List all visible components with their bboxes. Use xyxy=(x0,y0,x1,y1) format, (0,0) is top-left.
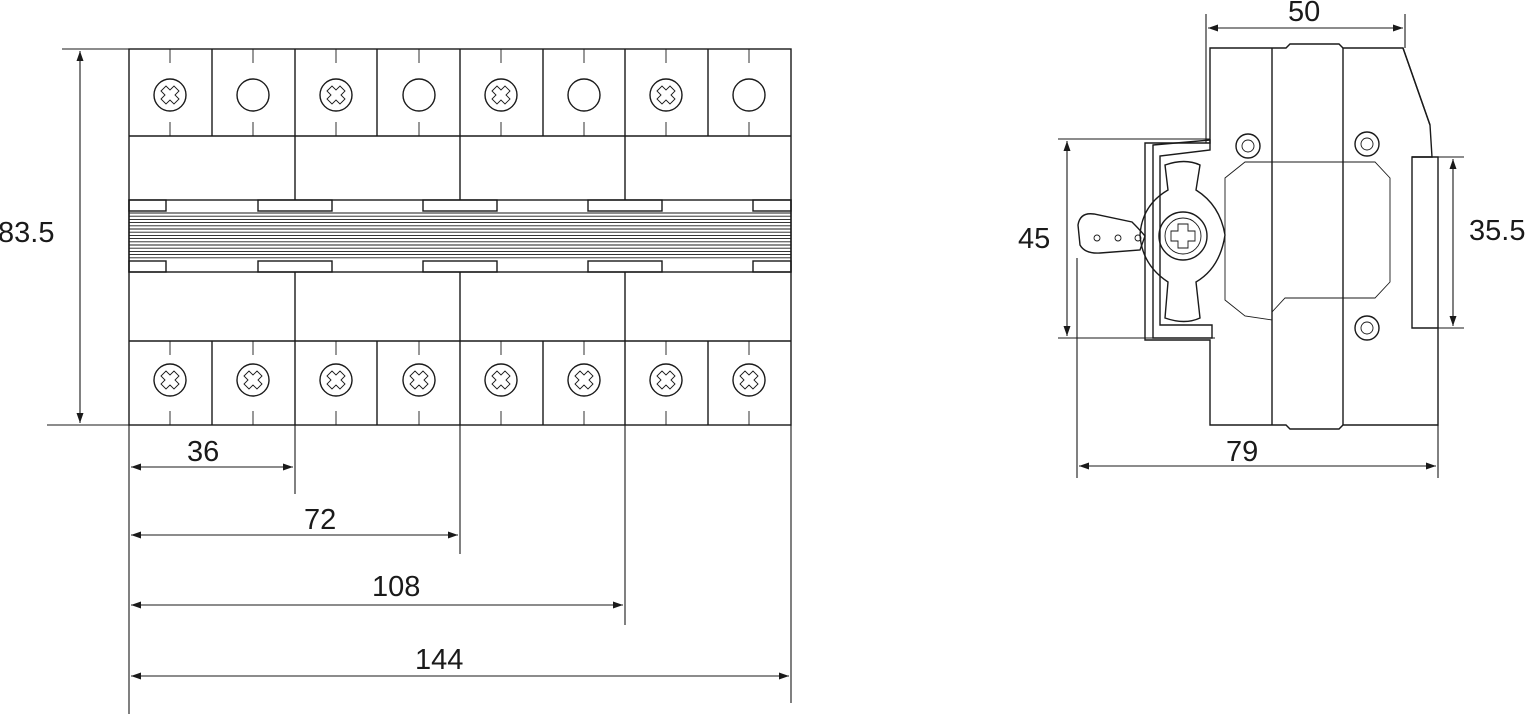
toggle-lever xyxy=(1077,213,1146,254)
dim-depth: 79 xyxy=(1076,258,1439,478)
top-terminal-screw xyxy=(484,78,518,112)
dim-widths: 36 72 108 144 xyxy=(128,425,792,714)
dim-left-height-label: 45 xyxy=(1018,223,1050,255)
bottom-terminal-screw xyxy=(402,363,436,397)
top-terminal-screw xyxy=(153,78,187,112)
side-bracket xyxy=(1152,139,1213,339)
dim-top-width: 50 xyxy=(1205,0,1406,143)
rotary-wing xyxy=(1139,160,1226,323)
bottom-terminal-dividers xyxy=(211,341,709,425)
top-terminal-hole xyxy=(567,78,601,112)
dim-w1-label: 36 xyxy=(187,436,219,468)
dim-rail-height-label: 35.5 xyxy=(1469,215,1525,247)
top-terminal-screw xyxy=(319,78,353,112)
bottom-terminal-screw xyxy=(567,363,601,397)
top-terminal-hole xyxy=(402,78,436,112)
side-mounting-holes xyxy=(1235,131,1380,341)
dim-depth-label: 79 xyxy=(1226,436,1258,468)
dim-height: 83.5 xyxy=(0,48,129,426)
side-inner-cavity xyxy=(1224,161,1391,321)
dim-w4-label: 144 xyxy=(415,644,463,676)
dim-top-width-label: 50 xyxy=(1288,0,1320,28)
central-screw xyxy=(1158,211,1208,261)
bottom-terminal-screw xyxy=(153,363,187,397)
dim-w2-label: 72 xyxy=(304,504,336,536)
front-view: 83.5 36 72 108 144 xyxy=(0,48,792,714)
top-terminal-hole xyxy=(236,78,270,112)
dim-left-height: 45 xyxy=(1018,138,1215,339)
side-body-outline xyxy=(1144,43,1439,430)
front-terminals xyxy=(153,49,766,425)
top-terminal-hole xyxy=(732,78,766,112)
bottom-terminal-screw xyxy=(649,363,683,397)
bottom-terminal-screw xyxy=(236,363,270,397)
handle-bar xyxy=(128,199,792,273)
dim-height-label: 83.5 xyxy=(0,217,54,249)
bottom-terminal-screw xyxy=(319,363,353,397)
dim-rail-height: 35.5 xyxy=(1432,156,1525,329)
dim-w3-label: 108 xyxy=(372,571,420,603)
bottom-terminal-screw xyxy=(732,363,766,397)
top-terminal-dividers xyxy=(211,49,709,136)
side-view: 50 79 45 35.5 xyxy=(1018,0,1525,478)
top-terminal-screw xyxy=(649,78,683,112)
bottom-terminal-screw xyxy=(484,363,518,397)
